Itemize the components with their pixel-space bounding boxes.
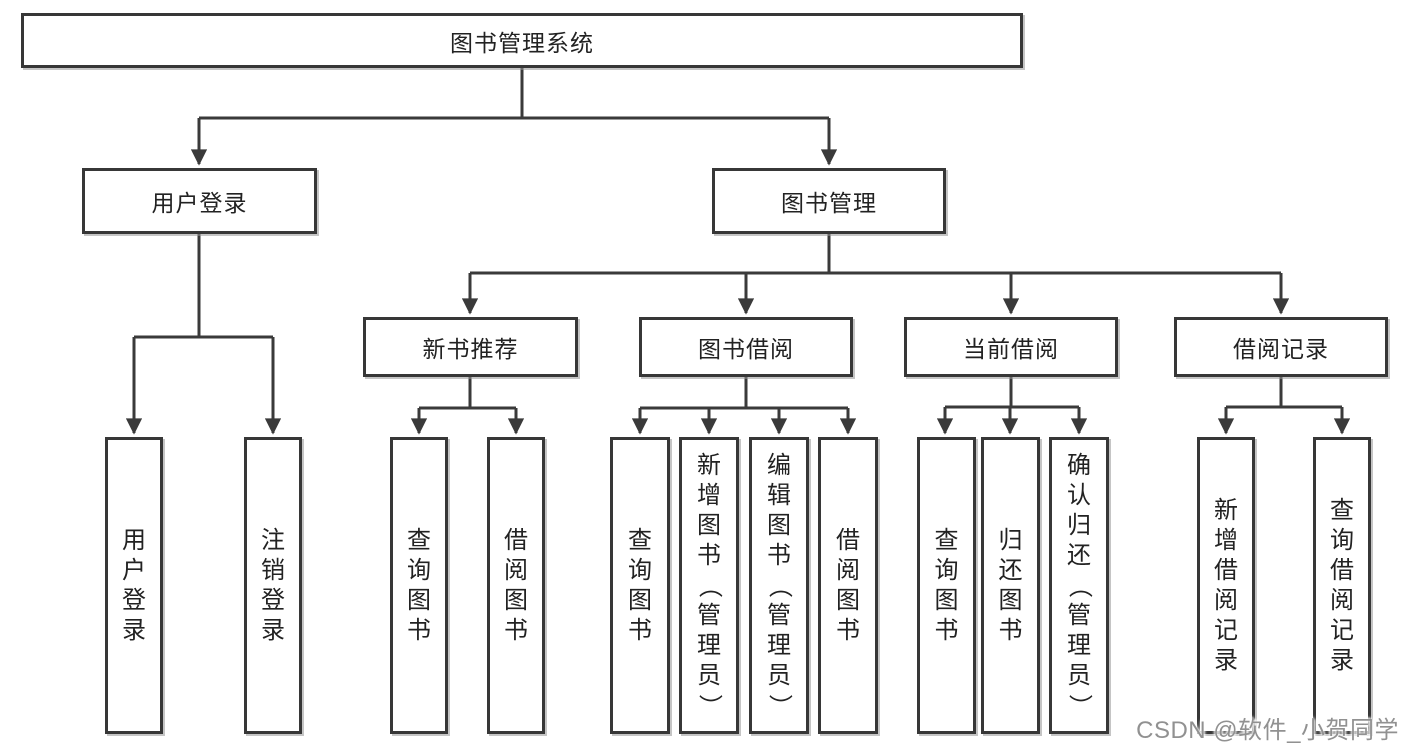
node-leaf-confirm-return: 确认归还（管理员）	[1049, 437, 1109, 734]
edge-group	[125, 68, 1351, 435]
node-leaf-borrow-books-recommend-label: 借阅图书	[504, 526, 528, 644]
node-leaf-query-borrow-record-label: 查询借阅记录	[1330, 496, 1354, 674]
node-user-login: 用户登录	[82, 168, 317, 234]
node-borrow-records-label: 借阅记录	[1233, 336, 1329, 362]
csdn-watermark: CSDN @软件_小贺同学	[1136, 717, 1399, 744]
node-leaf-logout: 注销登录	[244, 437, 302, 734]
node-leaf-logout-label: 注销登录	[261, 526, 285, 644]
node-leaf-query-books-borrow-label: 查询图书	[628, 526, 652, 644]
node-leaf-user-login: 用户登录	[105, 437, 163, 734]
node-leaf-borrow-books-borrow: 借阅图书	[818, 437, 878, 734]
node-new-book-recommend-label: 新书推荐	[422, 336, 519, 362]
node-leaf-query-books-recommend: 查询图书	[390, 437, 448, 734]
node-book-management-label: 图书管理	[781, 190, 877, 216]
node-leaf-edit-books: 编辑图书（管理员）	[749, 437, 809, 734]
node-user-login-label: 用户登录	[151, 190, 248, 216]
node-leaf-add-borrow-record: 新增借阅记录	[1197, 437, 1255, 734]
node-book-management: 图书管理	[712, 168, 946, 234]
node-leaf-add-books-label: 新增图书（管理员）	[696, 451, 723, 718]
node-leaf-query-books-current-label: 查询图书	[934, 526, 959, 644]
node-leaf-query-borrow-record: 查询借阅记录	[1313, 437, 1371, 734]
node-leaf-user-login-label: 用户登录	[122, 526, 146, 644]
node-leaf-add-borrow-record-label: 新增借阅记录	[1214, 496, 1238, 674]
node-leaf-edit-books-label: 编辑图书（管理员）	[766, 451, 793, 718]
node-leaf-borrow-books-borrow-label: 借阅图书	[836, 526, 860, 644]
node-leaf-return-books-label: 归还图书	[998, 526, 1023, 644]
node-root-label: 图书管理系统	[450, 29, 594, 56]
node-leaf-confirm-return-label: 确认归还（管理员）	[1066, 451, 1093, 718]
node-book-borrow: 图书借阅	[639, 317, 853, 377]
node-book-borrow-label: 图书借阅	[698, 336, 794, 362]
node-leaf-borrow-books-recommend: 借阅图书	[487, 437, 545, 734]
node-root: 图书管理系统	[21, 13, 1023, 68]
node-current-borrow: 当前借阅	[904, 317, 1118, 377]
node-new-book-recommend: 新书推荐	[363, 317, 578, 377]
node-leaf-add-books: 新增图书（管理员）	[679, 437, 739, 734]
node-leaf-query-books-current: 查询图书	[917, 437, 976, 734]
node-leaf-query-books-borrow: 查询图书	[610, 437, 670, 734]
node-leaf-return-books: 归还图书	[981, 437, 1040, 734]
node-borrow-records: 借阅记录	[1174, 317, 1388, 377]
node-current-borrow-label: 当前借阅	[963, 336, 1059, 362]
node-leaf-query-books-recommend-label: 查询图书	[407, 526, 431, 644]
